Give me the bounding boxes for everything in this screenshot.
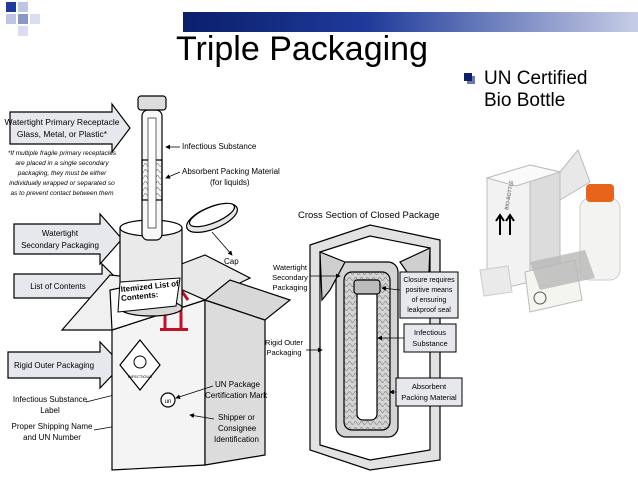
bullet-text: UN Certified Bio Bottle xyxy=(484,68,634,112)
bullet-line-1: UN Certified xyxy=(484,68,588,89)
absorbent-label-2: (for liquids) xyxy=(210,178,250,187)
cap-label: Cap xyxy=(224,257,239,266)
infectious-label-line-1: Infectious Substance xyxy=(13,395,88,404)
corner-decoration xyxy=(6,2,40,36)
callout-secondary-packaging: Watertight Secondary Packaging xyxy=(13,212,123,266)
shipper-label-3: Identification xyxy=(214,435,259,444)
cs-secondary-line-1: Watertight xyxy=(273,263,308,272)
svg-text:INFECTIOUS: INFECTIOUS xyxy=(128,374,153,379)
footnote-line-3: packaging, they must be either xyxy=(17,170,107,177)
cs-callout-absorbent: Absorbent Packing Material xyxy=(389,377,463,407)
rigid-outer-label: Rigid Outer Packaging xyxy=(14,361,94,370)
un-mark-label-1: UN Package xyxy=(215,380,260,389)
shipper-label-1: Shipper or xyxy=(218,413,255,422)
itemized-list-line-2: Contents: xyxy=(121,290,159,303)
cap-illustration xyxy=(186,202,238,256)
footnote-line-5: as to prevent contact between them xyxy=(11,190,115,197)
cs-infectious-line-1: Infectious xyxy=(414,328,446,337)
footnote-line-1: *If multiple fragile primary receptacles xyxy=(8,150,117,157)
shipping-name-line-1: Proper Shipping Name xyxy=(12,422,93,431)
footnote-line-4: individually wrapped or separated so xyxy=(9,180,115,187)
cs-callout-infectious: Infectious Substance xyxy=(377,323,457,353)
cs-rigid-line-1: Rigid Outer xyxy=(265,338,303,347)
cs-callout-closure: Closure requires positive means of ensur… xyxy=(381,271,459,319)
callout-rigid-outer: Rigid Outer Packaging xyxy=(7,340,123,390)
cs-secondary-line-2: Secondary xyxy=(272,273,308,282)
callout-primary-receptacle: Watertight Primary Receptacle Glass, Met… xyxy=(5,102,131,154)
cs-absorbent-line-1: Absorbent xyxy=(412,382,447,391)
closure-line-2: positive means xyxy=(406,287,453,294)
infectious-substance-label: Infectious Substance xyxy=(182,142,257,151)
center-labels: Infectious Substance Absorbent Packing M… xyxy=(165,142,280,444)
itemized-list-sheet: Itemized List of Contents: xyxy=(117,277,181,313)
cross-section-labels: Watertight Secondary Packaging Rigid Out… xyxy=(265,263,341,357)
footnote-line-2: are placed in a single secondary xyxy=(15,160,109,167)
square-bullet-icon xyxy=(464,73,475,84)
cs-rigid-line-2: Packaging xyxy=(266,348,301,357)
cs-secondary-line-3: Packaging xyxy=(272,283,307,292)
shipper-label-2: Consignee xyxy=(218,424,257,433)
secondary-label-2: Secondary Packaging xyxy=(21,241,99,250)
closure-line-4: leakproof seal xyxy=(407,307,451,314)
shipping-name-line-2: and UN Number xyxy=(23,433,81,442)
svg-text:BIO-BOTTLE: BIO-BOTTLE xyxy=(504,179,515,210)
infectious-label-line-2: Label xyxy=(40,406,60,415)
bio-bottle-product-illustration: BIO-BOTTLE xyxy=(479,149,621,313)
closure-line-3: of ensuring xyxy=(412,297,447,304)
bullet-line-2: Bio Bottle xyxy=(484,90,566,111)
primary-tube xyxy=(137,95,167,241)
cross-section-title: Cross Section of Closed Package xyxy=(298,210,440,221)
title-accent-bar xyxy=(183,12,638,32)
primary-receptacle-label-2: Glass, Metal, or Plastic* xyxy=(17,129,108,139)
closure-line-1: Closure requires xyxy=(403,277,455,284)
un-mark-label-2: Certification Mark xyxy=(205,391,268,400)
secondary-label-1: Watertight xyxy=(42,229,79,238)
primary-receptacle-label-1: Watertight Primary Receptacle xyxy=(5,117,120,127)
footnote-fragile: *If multiple fragile primary receptacles… xyxy=(8,150,117,197)
slide-title: Triple Packaging xyxy=(176,30,428,68)
svg-text:un: un xyxy=(165,399,172,405)
absorbent-label-1: Absorbent Packing Material xyxy=(182,167,280,176)
list-of-contents-label: List of Contents xyxy=(30,282,86,291)
cs-infectious-line-2: Substance xyxy=(412,339,447,348)
cs-absorbent-line-2: Packing Material xyxy=(401,393,457,402)
